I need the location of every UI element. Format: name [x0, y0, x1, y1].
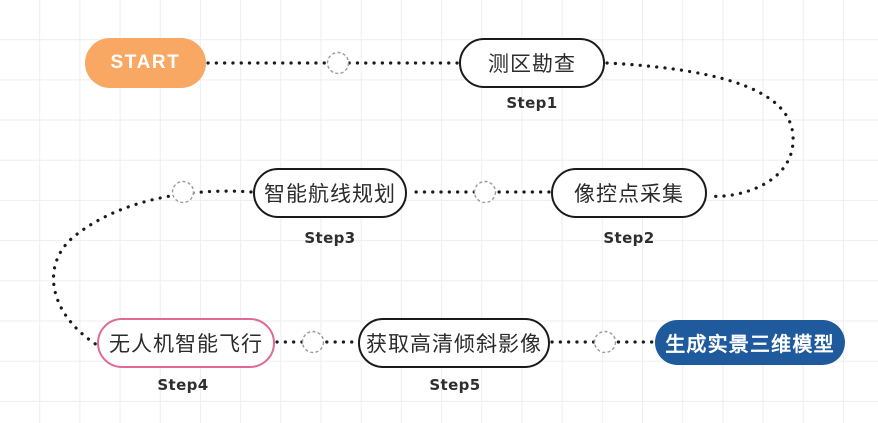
node-start[interactable]: START [85, 38, 206, 88]
node-step4[interactable]: 无人机智能飞行 [97, 318, 275, 368]
edge-connector-ring [171, 180, 195, 204]
edge-connector-ring [593, 330, 617, 354]
step-label-step3: Step3 [280, 229, 380, 247]
node-end-label: 生成实景三维模型 [665, 332, 835, 356]
step-label-step2: Step2 [579, 229, 679, 247]
step-label-step3-text: Step3 [304, 229, 356, 247]
node-step2[interactable]: 像控点采集 [551, 168, 707, 218]
step-label-step4: Step4 [133, 376, 233, 394]
step-label-step1-text: Step1 [506, 94, 558, 112]
node-step5-label: 获取高清倾斜影像 [366, 332, 542, 356]
node-start-label: START [110, 52, 181, 73]
node-step5[interactable]: 获取高清倾斜影像 [358, 318, 550, 368]
step-label-step1: Step1 [482, 94, 582, 112]
edge-connector-ring [301, 330, 325, 354]
node-step3-label: 智能航线规划 [264, 182, 396, 206]
node-end[interactable]: 生成实景三维模型 [655, 320, 845, 365]
step-label-step5: Step5 [405, 376, 505, 394]
node-step2-label: 像控点采集 [574, 182, 684, 206]
node-step1-label: 测区勘查 [488, 52, 576, 76]
step-label-step2-text: Step2 [603, 229, 655, 247]
node-step1[interactable]: 测区勘查 [459, 38, 605, 88]
node-step4-label: 无人机智能飞行 [109, 332, 263, 356]
step-label-step5-text: Step5 [429, 376, 481, 394]
edge-connector-ring [473, 180, 497, 204]
step-label-step4-text: Step4 [157, 376, 209, 394]
edge-connector-ring [326, 51, 350, 75]
node-step3[interactable]: 智能航线规划 [253, 168, 407, 218]
